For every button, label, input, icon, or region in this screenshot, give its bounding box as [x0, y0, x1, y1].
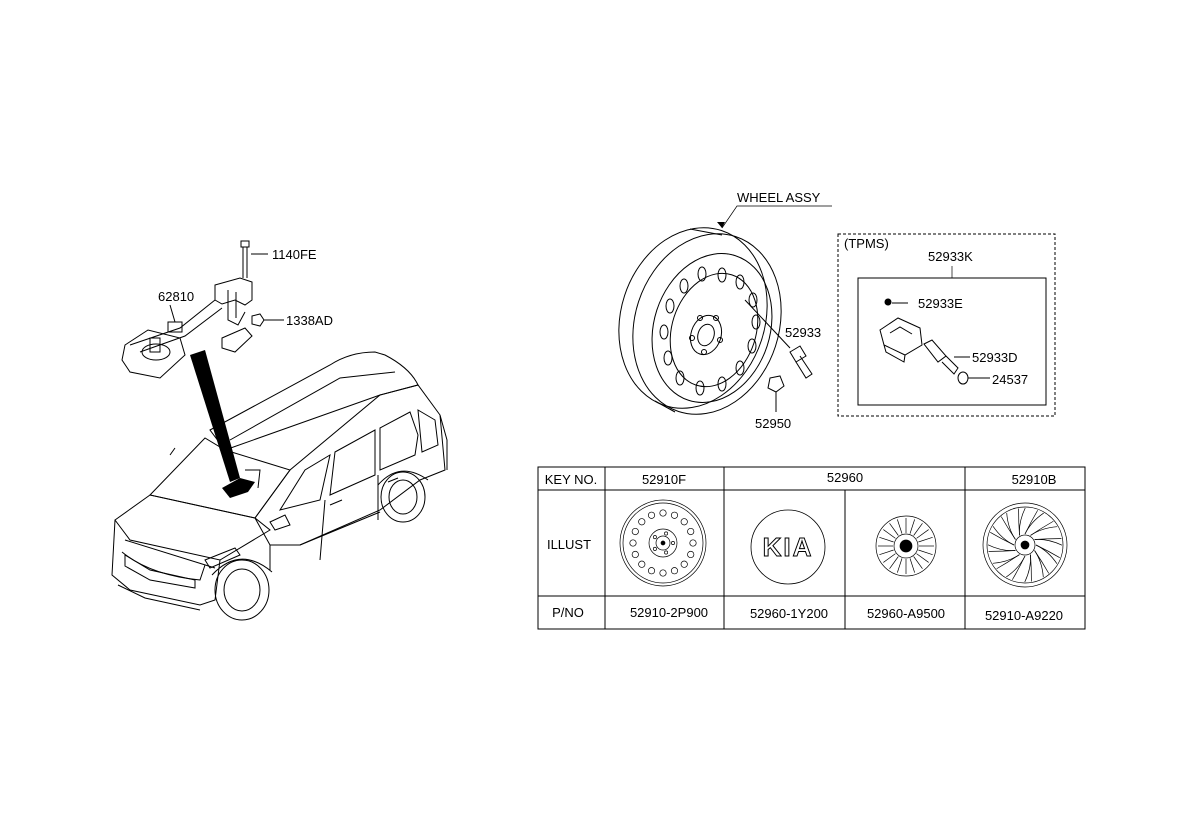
- steel-wheel-icon: [619, 499, 707, 587]
- steel-wheel-assembly: [618, 227, 791, 415]
- callout-24537: 24537: [992, 372, 1028, 387]
- key-no-52960: 52960: [827, 470, 863, 485]
- pno-52960-1Y200: 52960-1Y200: [750, 606, 828, 621]
- row-header-illust: ILLUST: [547, 537, 591, 552]
- pno-52910-2P900: 52910-2P900: [630, 605, 708, 620]
- callout-52933E: 52933E: [918, 296, 963, 311]
- tpms-group-box: [837, 233, 1056, 417]
- row-header-key-no: KEY NO.: [545, 472, 598, 487]
- callout-wheel-assy: WHEEL ASSY: [737, 190, 821, 205]
- pno-52910-A9220: 52910-A9220: [985, 608, 1063, 623]
- row-header-pno: P/NO: [552, 605, 584, 620]
- wheel-cover-icon: [982, 502, 1068, 588]
- center-cap-icon: [875, 515, 937, 577]
- key-no-52910B: 52910B: [1012, 472, 1057, 487]
- tpms-kit-box: [857, 277, 1047, 406]
- callout-62810: 62810: [158, 289, 194, 304]
- spare-tire-carrier-bracket: [121, 240, 284, 379]
- lug-nut-part: [767, 375, 785, 412]
- pno-52960-A9500: 52960-A9500: [867, 606, 945, 621]
- valve-stem-part: [789, 345, 813, 379]
- callout-1140FE: 1140FE: [272, 247, 317, 262]
- callout-1338AD: 1338AD: [286, 313, 333, 328]
- callout-52950: 52950: [755, 416, 791, 431]
- parts-table: [537, 466, 1086, 630]
- tpms-title: (TPMS): [844, 236, 889, 251]
- key-no-52910F: 52910F: [642, 472, 686, 487]
- tpms-sensor-parts: [879, 298, 990, 385]
- callout-52933K: 52933K: [928, 249, 973, 264]
- callout-52933D: 52933D: [972, 350, 1018, 365]
- kia-emblem-icon: KIA: [750, 509, 826, 585]
- svg-text:KIA: KIA: [763, 532, 814, 562]
- callout-52933: 52933: [785, 325, 821, 340]
- carrier-in-vehicle: [222, 469, 261, 498]
- minivan-illustration: [111, 351, 448, 621]
- location-leader: [190, 350, 240, 482]
